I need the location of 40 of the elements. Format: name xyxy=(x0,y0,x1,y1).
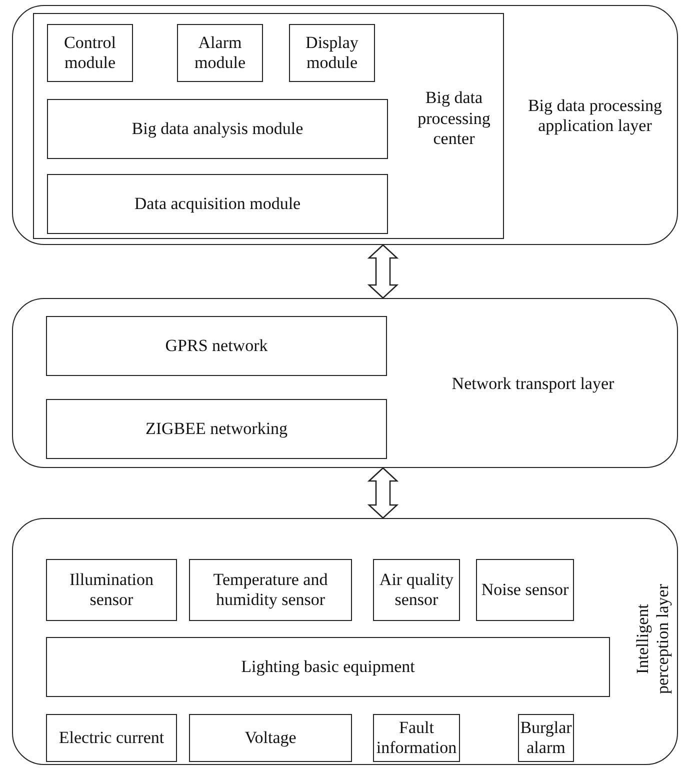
node-label: Big data processing center xyxy=(416,87,492,150)
module-box xyxy=(46,316,387,376)
node-label: Alarm module xyxy=(194,32,246,74)
node-label: Control module xyxy=(63,32,117,74)
module-box xyxy=(189,559,352,621)
node-label: GPRS network xyxy=(164,334,269,357)
node-label: Intelligent perception layer xyxy=(632,583,673,696)
node-label: Burglar alarm xyxy=(519,716,573,759)
node-label: Noise sensor xyxy=(480,578,570,601)
node-label: Lighting basic equipment xyxy=(240,656,416,678)
layer-panel xyxy=(12,518,678,765)
module-box xyxy=(189,714,352,762)
layer-panel xyxy=(12,5,678,245)
double-arrow xyxy=(367,467,399,519)
group-box xyxy=(33,13,504,239)
node-label: Electric current xyxy=(58,726,166,749)
node-label: Big data analysis module xyxy=(130,118,304,140)
module-box xyxy=(46,714,177,762)
node-label: Illumination sensor xyxy=(68,568,155,611)
module-box xyxy=(476,559,574,621)
module-box xyxy=(46,637,610,697)
node-label: Network transport layer xyxy=(450,372,616,395)
node-label: Big data processing application layer xyxy=(526,94,664,137)
node-label: Voltage xyxy=(244,726,298,749)
module-box xyxy=(289,24,375,82)
module-box xyxy=(47,24,133,82)
node-label: Temperature and humidity sensor xyxy=(212,568,329,611)
node-label: Fault information xyxy=(375,716,458,759)
node-label: ZIGBEE networking xyxy=(144,418,289,440)
double-arrow xyxy=(367,244,399,299)
node-label: Air quality sensor xyxy=(378,568,455,611)
node-label: Data acquisition module xyxy=(133,192,302,215)
module-box xyxy=(373,559,460,621)
module-box xyxy=(177,24,263,82)
module-box xyxy=(46,399,387,459)
layer-panel xyxy=(12,298,678,468)
node-label: Display module xyxy=(304,32,360,74)
module-box xyxy=(47,99,388,159)
module-box xyxy=(46,559,177,621)
module-box xyxy=(47,174,388,234)
